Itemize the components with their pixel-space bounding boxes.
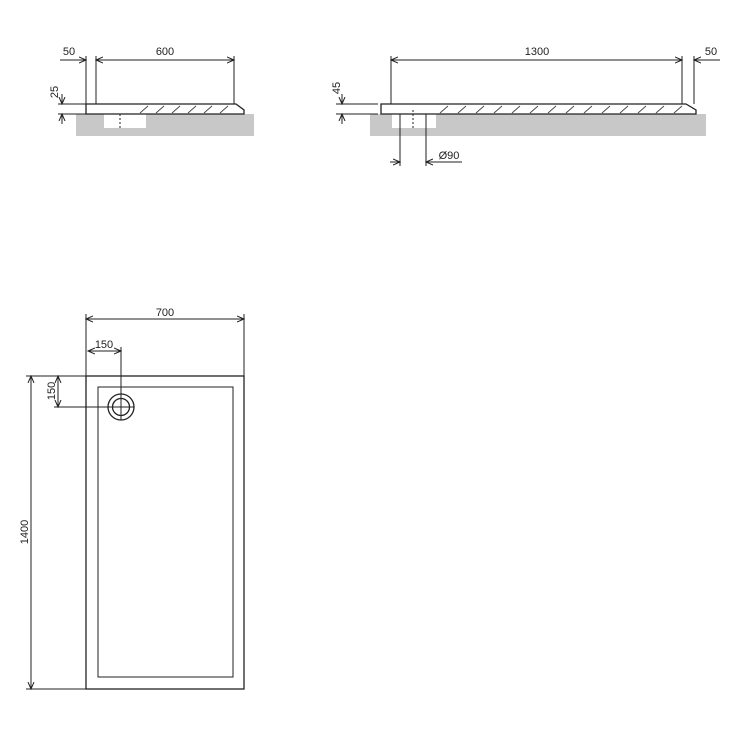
dim-overall-length: 1400 [19,520,31,544]
dim-tray-length: 1300 [525,46,549,58]
side-view-long: 1300 50 45 Ø90 [331,46,720,166]
tray-profile [380,103,697,115]
drain-recess [392,114,436,128]
dim-drain-diameter: Ø90 [439,150,460,162]
floor-slab [370,114,706,136]
tray-hatching [139,105,229,114]
tray-profile [85,103,245,115]
tray-outer-edge [85,375,245,690]
dim-rim-width: 50 [705,46,717,58]
tray-inner-basin [97,386,234,678]
drain-recess [104,114,146,128]
floor-slab [76,114,254,136]
dim-drain-offset-y: 150 [46,382,58,400]
dim-tray-height: 25 [49,86,61,98]
dim-overall-width: 700 [156,307,174,319]
dim-rim-width: 50 [63,46,75,58]
dim-drain-offset-x: 150 [95,339,113,351]
dim-tray-width: 600 [156,46,174,58]
dim-tray-height: 45 [331,82,343,94]
tray-hatching [439,105,683,114]
plan-view: 700 150 150 1400 [19,307,244,689]
side-view-short: 600 50 25 [49,46,254,136]
